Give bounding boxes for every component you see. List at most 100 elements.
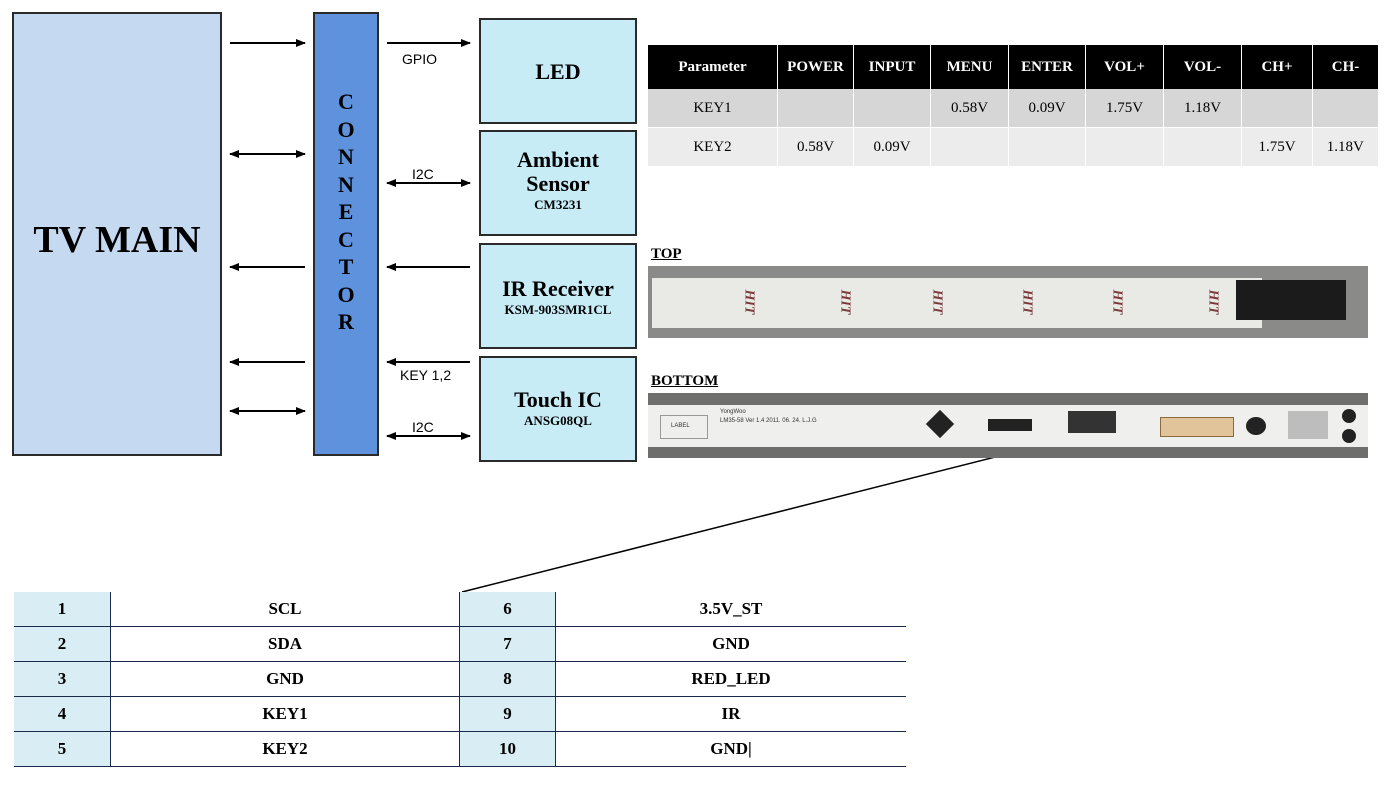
table-cell: KEY2 (648, 127, 778, 167)
board-maker-text: YongWoo (720, 409, 746, 415)
board-mount-hole (1342, 429, 1356, 443)
touch-ic-chip (925, 409, 955, 439)
table-cell (930, 127, 1009, 167)
table-cell (1085, 127, 1164, 167)
ir-receiver-label: IR Receiver (502, 276, 614, 301)
smd-components (1068, 411, 1116, 433)
ambient-sensor-block: Ambient Sensor CM3231 (479, 130, 637, 236)
table-cell: 0.09V (1008, 89, 1086, 128)
table-cell: KEY1 (648, 89, 778, 128)
pin-number: 6 (459, 592, 556, 627)
header-cell: VOL+ (1085, 45, 1164, 89)
table-cell: 1.75V (1241, 127, 1313, 167)
header-cell: MENU (930, 45, 1009, 89)
smd-components (988, 419, 1032, 431)
board-label-area: LABEL (660, 415, 708, 439)
led-block: LED (479, 18, 637, 124)
table-cell: 0.58V (777, 127, 854, 167)
voltage-table-header: Parameter POWER INPUT MENU ENTER VOL+ VO… (648, 45, 1378, 89)
key-signal-label: KEY 1,2 (400, 367, 452, 383)
pin-number: 2 (14, 626, 111, 662)
header-cell: ENTER (1008, 45, 1086, 89)
tape-watermark: HIT (1019, 289, 1035, 315)
table-cell: 1.75V (1085, 89, 1164, 128)
ir-receiver-block: IR Receiver KSM-903SMR1CL (479, 243, 637, 349)
connector-pin-table: 1 SCL 6 3.5V_ST 2 SDA 7 GND 3 GND 8 RED_… (14, 592, 906, 767)
pin-signal: SDA (110, 626, 460, 662)
pin-signal: 3.5V_ST (555, 592, 906, 627)
table-row: 1 SCL 6 3.5V_ST (14, 592, 906, 627)
table-cell (1241, 89, 1313, 128)
table-cell: 0.09V (853, 127, 931, 167)
table-row: KEY2 0.58V 0.09V 1.75V 1.18V (648, 127, 1379, 167)
tape-watermark: HIT (929, 289, 945, 315)
table-cell: 1.18V (1312, 127, 1379, 167)
pin-number: 7 (459, 626, 556, 662)
pin-signal: RED_LED (555, 661, 906, 697)
table-cell (777, 89, 854, 128)
touch-i2c-signal-label: I2C (412, 419, 434, 435)
bottom-board-pcb: LABEL YongWoo LM35-58 Ver 1.4 2011. 06. … (648, 405, 1368, 447)
table-cell: 0.58V (930, 89, 1009, 128)
header-cell: VOL- (1163, 45, 1242, 89)
bottom-board-photo: LABEL YongWoo LM35-58 Ver 1.4 2011. 06. … (648, 393, 1368, 458)
board-connector (1160, 417, 1234, 437)
pin-number: 5 (14, 731, 111, 767)
pin-signal: GND (110, 661, 460, 697)
table-cell (1008, 127, 1086, 167)
header-cell: INPUT (853, 45, 931, 89)
touch-ic-label: Touch IC (514, 387, 602, 412)
table-cell: 1.18V (1163, 89, 1242, 128)
ambient-sensor-part: CM3231 (534, 197, 582, 212)
key-voltage-table: Parameter POWER INPUT MENU ENTER VOL+ VO… (648, 45, 1379, 167)
pin-signal: SCL (110, 592, 460, 627)
table-row: 4 KEY1 9 IR (14, 696, 906, 732)
header-cell: CH- (1312, 45, 1378, 89)
pin-number: 10 (459, 731, 556, 767)
pin-number: 8 (459, 661, 556, 697)
tv-main-block: TV MAIN (12, 12, 222, 456)
top-photo-label: TOP (651, 246, 682, 262)
bottom-photo-label: BOTTOM (651, 373, 719, 389)
pin-number: 4 (14, 696, 111, 732)
ir-receiver-part: KSM-903SMR1CL (504, 302, 612, 317)
board-sensor (1288, 411, 1328, 439)
board-version-text: LM35-58 Ver 1.4 2011. 06. 24. L.J.G (720, 418, 817, 424)
gpio-signal-label: GPIO (402, 51, 438, 67)
table-row: 5 KEY2 10 GND| (14, 731, 906, 767)
header-cell: CH+ (1241, 45, 1313, 89)
table-cell (1312, 89, 1379, 128)
tape-watermark: HIT (1109, 289, 1125, 315)
header-cell: POWER (777, 45, 854, 89)
pin-signal: KEY2 (110, 731, 460, 767)
pin-number: 9 (459, 696, 556, 732)
tape-watermark: HIT (1205, 289, 1221, 315)
table-row: 2 SDA 7 GND (14, 626, 906, 662)
tape-watermark: HIT (741, 289, 757, 315)
connector-block: C O N N E C T O R (313, 12, 379, 456)
pin-number: 3 (14, 661, 111, 697)
board-mount-hole (1342, 409, 1356, 423)
pin-number: 1 (14, 592, 111, 627)
header-cell: Parameter (648, 45, 778, 89)
pin-signal: KEY1 (110, 696, 460, 732)
pin-signal: GND| (555, 731, 906, 767)
touch-ic-part: ANSG08QL (524, 413, 592, 428)
top-board-sensor-window (1236, 280, 1346, 320)
table-row: 3 GND 8 RED_LED (14, 661, 906, 697)
table-row: KEY1 0.58V 0.09V 1.75V 1.18V (648, 89, 1379, 128)
ambient-sensor-label-line1: Ambient (517, 147, 599, 172)
ambient-i2c-signal-label: I2C (412, 166, 434, 182)
ambient-sensor-label-line2: Sensor (526, 171, 590, 196)
led-label: LED (535, 59, 581, 84)
table-cell (853, 89, 931, 128)
table-cell (1163, 127, 1242, 167)
top-board-photo: HIT HIT HIT HIT HIT HIT (648, 266, 1368, 338)
tv-main-label: TV MAIN (33, 219, 201, 261)
tape-watermark: HIT (837, 289, 853, 315)
touch-ic-block: Touch IC ANSG08QL (479, 356, 637, 462)
pin-signal: GND (555, 626, 906, 662)
connector-label: C O N N E C T O R (337, 89, 355, 334)
board-led (1246, 417, 1266, 435)
pin-signal: IR (555, 696, 906, 732)
